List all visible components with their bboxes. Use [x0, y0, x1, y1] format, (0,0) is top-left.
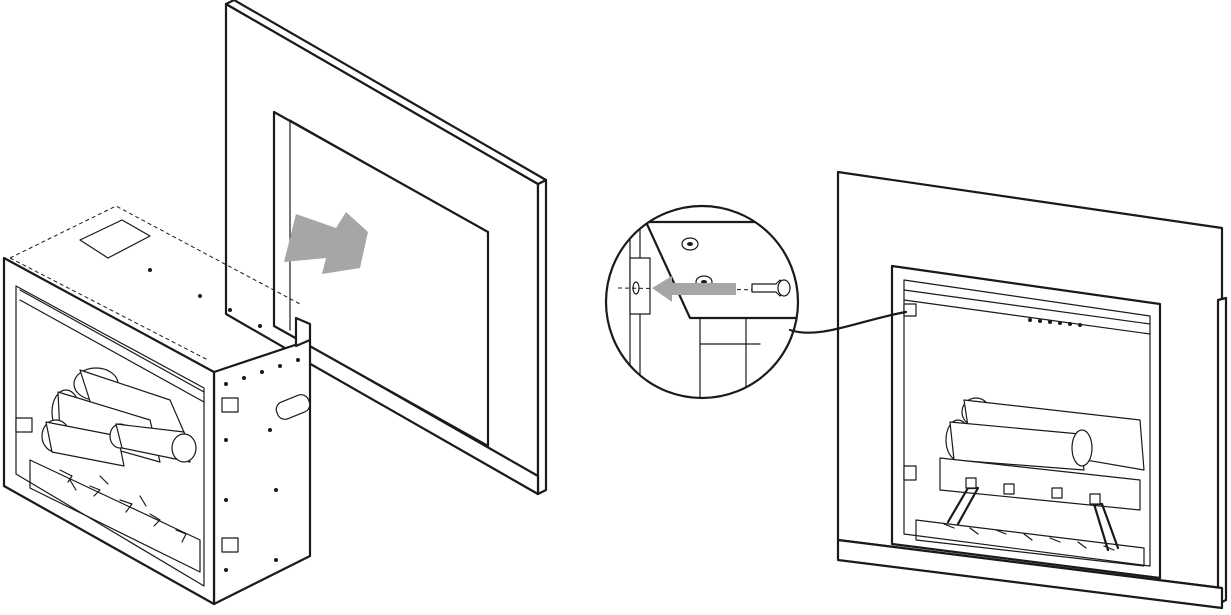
installed-ember-bed	[915, 519, 1145, 567]
insert-arrow	[284, 212, 368, 274]
bottom-right-bracket	[221, 537, 239, 553]
installed-surround	[836, 170, 1228, 610]
fireplace-insert	[2, 205, 312, 606]
leader-line	[788, 310, 908, 334]
grate	[946, 477, 1120, 552]
ember-bed	[29, 459, 201, 573]
control-buttons	[1028, 318, 1082, 327]
left-panel	[2, 0, 548, 606]
log-set	[41, 367, 197, 467]
mantel-surround	[224, 0, 548, 496]
lower-bracket	[903, 465, 917, 481]
right-panel	[604, 170, 1228, 610]
detail-bracket	[903, 303, 917, 317]
fasten-arrow	[652, 276, 736, 302]
screw-dots	[148, 268, 300, 572]
left-bracket	[15, 417, 33, 433]
top-right-bracket	[221, 397, 239, 413]
screw	[751, 279, 791, 297]
